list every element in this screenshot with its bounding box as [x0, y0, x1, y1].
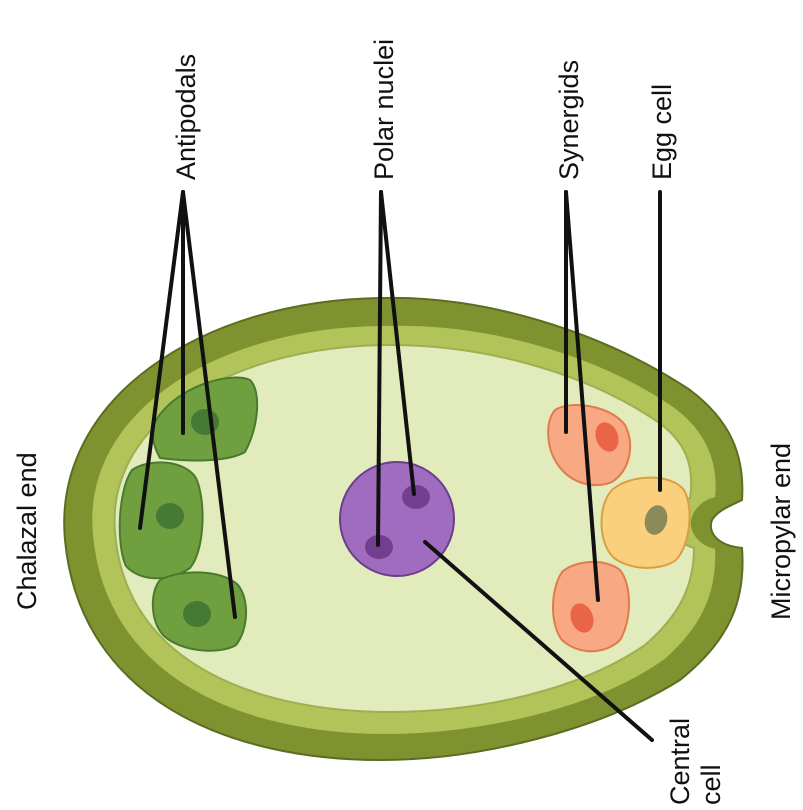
label-central-cell-line1: Central	[665, 718, 695, 805]
polar-nucleus-upper	[402, 485, 430, 509]
label-micropylar-end: Micropylar end	[766, 443, 796, 620]
antipodal-nucleus-top	[191, 409, 219, 435]
egg-cell-group	[602, 478, 690, 568]
label-synergids: Synergids	[554, 60, 584, 180]
label-central-cell-line2: cell	[696, 764, 726, 805]
label-chalazal-end: Chalazal end	[12, 452, 42, 610]
central-cell	[340, 462, 454, 576]
antipodal-nucleus-bottom	[183, 601, 211, 627]
label-egg-cell: Egg cell	[647, 84, 677, 180]
central-cell-group	[340, 462, 454, 576]
antipodal-nucleus-middle	[156, 503, 184, 529]
synergid-lower	[553, 562, 629, 651]
label-antipodals: Antipodals	[171, 54, 201, 180]
label-polar-nuclei: Polar nuclei	[369, 39, 399, 180]
